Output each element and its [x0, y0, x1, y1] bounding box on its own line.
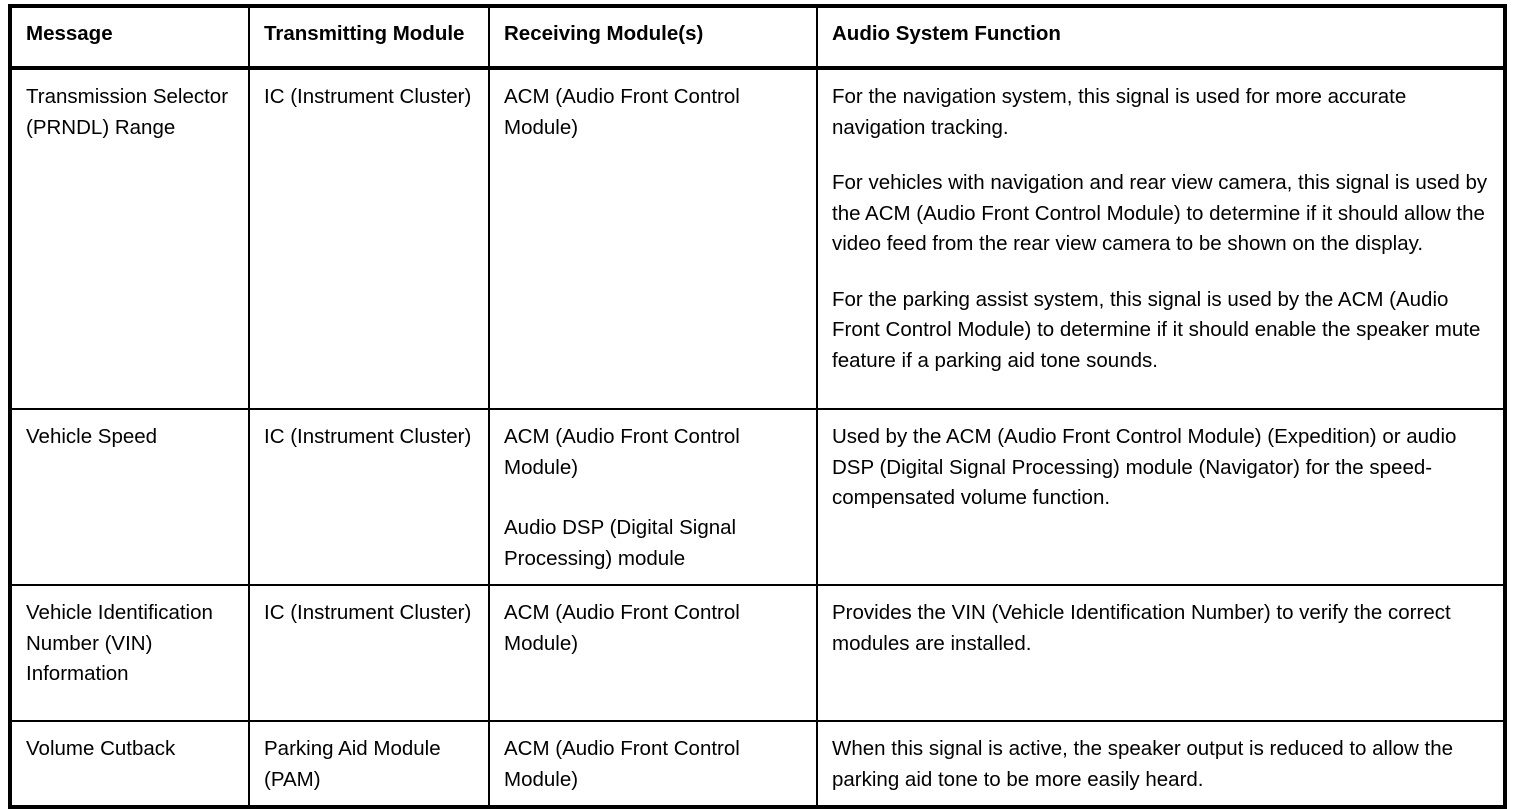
cell-message: Vehicle Speed	[10, 409, 250, 586]
cell-receiving-modules: ACM (Audio Front Control Module)	[489, 585, 818, 722]
table-row: Vehicle Speed IC (Instrument Cluster) AC…	[10, 409, 1505, 586]
table-header-row: Message Transmitting Module Receiving Mo…	[10, 6, 1505, 70]
column-header-transmitting-module: Transmitting Module	[249, 6, 490, 70]
table-row: Transmission Selector (PRNDL) Range IC (…	[10, 68, 1505, 410]
column-header-message: Message	[10, 6, 250, 70]
table-row: Vehicle Identification Number (VIN) Info…	[10, 585, 1505, 722]
cell-audio-system-function: For the navigation system, this signal i…	[817, 68, 1505, 410]
cell-message: Vehicle Identification Number (VIN) Info…	[10, 585, 250, 722]
receiving-module-item: ACM (Audio Front Control Module)	[504, 737, 740, 791]
function-paragraph: For the parking assist system, this sign…	[832, 287, 1481, 372]
cell-transmitting-module: IC (Instrument Cluster)	[249, 68, 490, 410]
function-paragraph: For the navigation system, this signal i…	[832, 85, 1407, 139]
table-row: Volume Cutback Parking Aid Module (PAM) …	[10, 721, 1505, 807]
function-paragraph: Used by the ACM (Audio Front Control Mod…	[832, 425, 1457, 509]
table-header: Message Transmitting Module Receiving Mo…	[10, 6, 1505, 70]
cell-transmitting-module: IC (Instrument Cluster)	[249, 585, 490, 722]
function-paragraph: When this signal is active, the speaker …	[832, 737, 1454, 791]
cell-receiving-modules: ACM (Audio Front Control Module)	[489, 68, 818, 410]
receiving-module-item: ACM (Audio Front Control Module)	[504, 85, 740, 139]
function-paragraph: Provides the VIN (Vehicle Identification…	[832, 601, 1451, 655]
table-body: Transmission Selector (PRNDL) Range IC (…	[10, 68, 1505, 807]
cell-message: Volume Cutback	[10, 721, 250, 807]
receiving-module-item: ACM (Audio Front Control Module)	[504, 601, 740, 655]
column-header-audio-system-function: Audio System Function	[817, 6, 1505, 70]
receiving-module-item: ACM (Audio Front Control Module)	[504, 425, 740, 479]
cell-transmitting-module: IC (Instrument Cluster)	[249, 409, 490, 586]
cell-receiving-modules: ACM (Audio Front Control Module) Audio D…	[489, 409, 818, 586]
cell-message: Transmission Selector (PRNDL) Range	[10, 68, 250, 410]
receiving-module-item: Audio DSP (Digital Signal Processing) mo…	[504, 516, 737, 570]
function-paragraph: For vehicles with navigation and rear vi…	[832, 171, 1488, 255]
cell-receiving-modules: ACM (Audio Front Control Module)	[489, 721, 818, 807]
module-communication-table: Message Transmitting Module Receiving Mo…	[8, 4, 1507, 809]
column-header-receiving-modules: Receiving Module(s)	[489, 6, 818, 70]
cell-audio-system-function: Used by the ACM (Audio Front Control Mod…	[817, 409, 1505, 586]
cell-transmitting-module: Parking Aid Module (PAM)	[249, 721, 490, 807]
cell-audio-system-function: Provides the VIN (Vehicle Identification…	[817, 585, 1505, 722]
cell-audio-system-function: When this signal is active, the speaker …	[817, 721, 1505, 807]
